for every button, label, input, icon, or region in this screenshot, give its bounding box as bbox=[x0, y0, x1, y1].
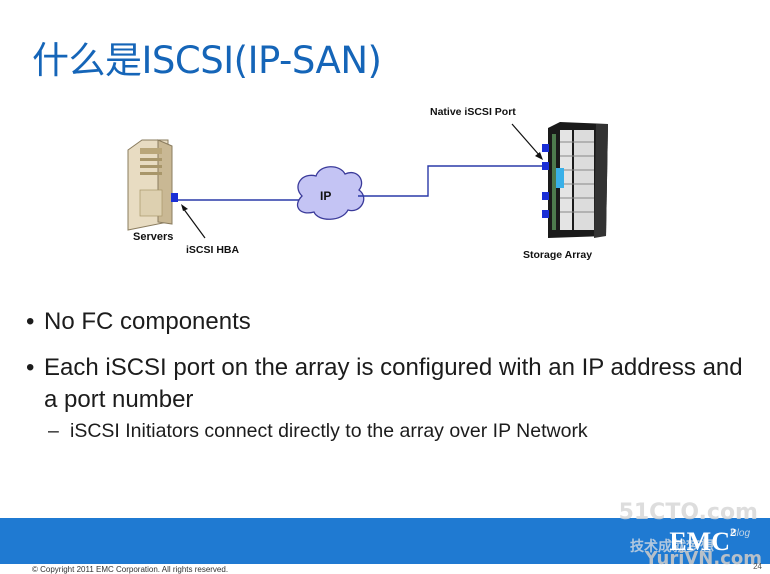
footer-band bbox=[0, 518, 770, 564]
storage-array-icon bbox=[548, 122, 608, 238]
emc-logo-text: EMC bbox=[669, 527, 730, 556]
sub-bullet-dash: – bbox=[48, 420, 59, 442]
array-port-4 bbox=[542, 210, 549, 218]
ip-cloud-icon bbox=[297, 166, 365, 220]
watermark-yurivn: YuriVN.com bbox=[644, 548, 762, 569]
bullet-text: Each iSCSI port on the array is configur… bbox=[44, 354, 743, 413]
sub-bullet-text: iSCSI Initiators connect directly to the… bbox=[70, 420, 588, 442]
page-number: 24 bbox=[753, 562, 762, 571]
watermark-blog: Blog bbox=[729, 528, 750, 539]
hba-label: iSCSI HBA bbox=[186, 244, 240, 256]
server-icon bbox=[127, 139, 173, 231]
bullet-text: No FC components bbox=[44, 308, 251, 335]
bullet-list: • No FC components • Each iSCSI port on … bbox=[24, 306, 744, 444]
hba-port bbox=[171, 193, 178, 202]
emc-logo: EMC2 bbox=[669, 525, 736, 557]
emc-logo-superscript: 2 bbox=[730, 525, 736, 539]
watermark-slogan: 技术成就梦想 bbox=[630, 539, 714, 555]
ip-cloud-label: IP bbox=[320, 189, 332, 203]
copyright-text: © Copyright 2011 EMC Corporation. All ri… bbox=[32, 565, 229, 574]
bullet-item: • No FC components bbox=[24, 306, 744, 338]
array-port-2 bbox=[542, 162, 549, 170]
servers-label: Servers bbox=[133, 231, 174, 243]
sub-bullet-item: – iSCSI Initiators connect directly to t… bbox=[24, 418, 744, 444]
bullet-item: • Each iSCSI port on the array is config… bbox=[24, 352, 744, 416]
native-port-label: Native iSCSI Port bbox=[430, 106, 516, 118]
iscsi-diagram bbox=[127, 122, 608, 239]
array-port-3 bbox=[542, 192, 549, 200]
array-link bbox=[358, 165, 545, 197]
bullet-dot: • bbox=[26, 308, 35, 335]
storage-array-label: Storage Array bbox=[523, 249, 593, 261]
watermark-51cto: 51CTO.com bbox=[618, 500, 758, 525]
array-port-1 bbox=[542, 144, 549, 152]
bullet-dot: • bbox=[26, 354, 35, 381]
slide-title: 什么是ISCSI(IP-SAN) bbox=[32, 39, 382, 82]
